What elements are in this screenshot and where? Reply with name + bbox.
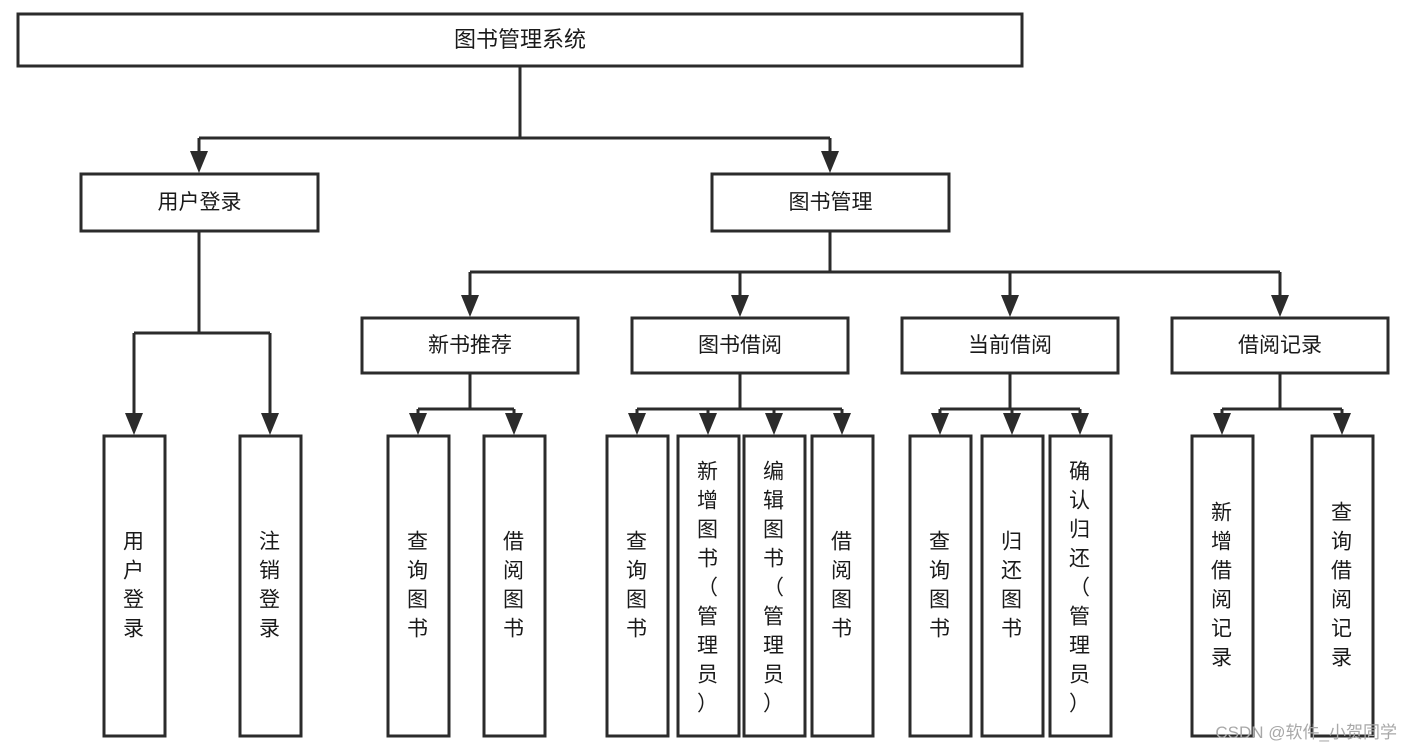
box-layer: 图书管理系统用户登录图书管理新书推荐图书借阅当前借阅借阅记录用户登录注销登录查询…: [16, 12, 1390, 738]
node-leaf-borrow-book-2[interactable]: 借阅图书: [810, 434, 875, 738]
arrow-head-icon: [1001, 295, 1019, 317]
node-new-book-rec-rect: [360, 316, 580, 375]
node-current-borrow-label: 当前借阅: [968, 334, 1052, 357]
node-user-login-rect: [79, 172, 320, 233]
node-leaf-confirm-return-rect: [1048, 434, 1113, 738]
node-root[interactable]: 图书管理系统: [16, 12, 1024, 68]
connector-root-to-level2: [190, 66, 839, 173]
node-leaf-query-book-3[interactable]: 查询图书: [908, 434, 973, 738]
watermark-text: CSDN @软件_小贺同学: [1215, 723, 1397, 742]
arrow-head-icon: [731, 295, 749, 317]
node-leaf-borrow-book-1-rect: [482, 434, 547, 738]
node-leaf-query-book-2-label: 查询图书: [626, 530, 649, 640]
node-leaf-confirm-return[interactable]: 确认归还（管理员）: [1048, 434, 1113, 738]
node-leaf-edit-book-rect: [742, 434, 807, 738]
node-leaf-query-record[interactable]: 查询借阅记录: [1310, 434, 1375, 738]
arrow-head-icon: [1271, 295, 1289, 317]
node-leaf-add-record-label: 新增借阅记录: [1211, 501, 1234, 669]
node-leaf-query-book-2-rect: [605, 434, 670, 738]
node-leaf-user-login[interactable]: 用户登录: [102, 434, 167, 738]
node-leaf-borrow-book-2-label: 借阅图书: [831, 530, 854, 640]
arrow-head-icon: [1333, 413, 1351, 435]
arrow-head-icon: [931, 413, 949, 435]
node-leaf-user-logout[interactable]: 注销登录: [238, 434, 303, 738]
arrow-head-icon: [628, 413, 646, 435]
arrow-head-icon: [1213, 413, 1231, 435]
node-leaf-query-book-1-rect: [386, 434, 451, 738]
arrow-head-icon: [1071, 413, 1089, 435]
node-new-book-rec[interactable]: 新书推荐: [360, 316, 580, 375]
node-leaf-user-login-label: 用户登录: [123, 530, 146, 640]
node-leaf-query-record-rect: [1310, 434, 1375, 738]
node-current-borrow[interactable]: 当前借阅: [900, 316, 1120, 375]
arrow-head-icon: [505, 413, 523, 435]
node-borrow-record-label: 借阅记录: [1238, 334, 1322, 357]
connector-book-manage-to-level3: [461, 231, 1289, 317]
arrow-head-icon: [409, 413, 427, 435]
arrow-head-icon: [461, 295, 479, 317]
connector-borrow-record-to-leaves: [1213, 373, 1351, 435]
node-book-manage-label: 图书管理: [789, 191, 873, 214]
node-leaf-return-book-rect: [980, 434, 1045, 738]
node-book-manage-rect: [710, 172, 951, 233]
node-leaf-return-book-label: 归还图书: [1001, 530, 1024, 640]
node-leaf-add-book-rect: [676, 434, 741, 738]
node-current-borrow-rect: [900, 316, 1120, 375]
node-leaf-query-book-3-label: 查询图书: [929, 530, 952, 640]
node-book-manage[interactable]: 图书管理: [710, 172, 951, 233]
node-leaf-edit-book-label: 编辑图书（管理员）: [763, 460, 786, 715]
node-leaf-user-login-rect: [102, 434, 167, 738]
node-leaf-user-logout-rect: [238, 434, 303, 738]
node-leaf-query-book-3-rect: [908, 434, 973, 738]
arrow-head-icon: [765, 413, 783, 435]
node-new-book-rec-label: 新书推荐: [428, 334, 512, 357]
node-borrow-record[interactable]: 借阅记录: [1170, 316, 1390, 375]
node-book-borrow-label: 图书借阅: [698, 334, 782, 357]
node-leaf-add-record-rect: [1190, 434, 1255, 738]
node-borrow-record-rect: [1170, 316, 1390, 375]
node-leaf-query-book-1[interactable]: 查询图书: [386, 434, 451, 738]
node-leaf-borrow-book-1[interactable]: 借阅图书: [482, 434, 547, 738]
node-leaf-return-book[interactable]: 归还图书: [980, 434, 1045, 738]
connector-current-borrow-to-leaves: [931, 373, 1089, 435]
node-leaf-query-record-label: 查询借阅记录: [1331, 501, 1354, 669]
arrow-head-icon: [261, 413, 279, 435]
node-leaf-add-book[interactable]: 新增图书（管理员）: [676, 434, 741, 738]
node-leaf-confirm-return-label: 确认归还（管理员）: [1069, 460, 1092, 715]
node-book-borrow-rect: [630, 316, 850, 375]
arrow-head-icon: [1003, 413, 1021, 435]
node-root-rect: [16, 12, 1024, 68]
node-leaf-query-book-2[interactable]: 查询图书: [605, 434, 670, 738]
node-user-login-label: 用户登录: [158, 191, 242, 214]
arrow-head-icon: [699, 413, 717, 435]
node-leaf-add-record[interactable]: 新增借阅记录: [1190, 434, 1255, 738]
node-leaf-add-book-label: 新增图书（管理员）: [697, 460, 720, 715]
connector-user-login-to-leaves: [125, 231, 279, 435]
node-leaf-user-logout-label: 注销登录: [259, 530, 282, 640]
arrow-head-icon: [821, 151, 839, 173]
node-leaf-borrow-book-1-label: 借阅图书: [503, 530, 526, 640]
connector-book-borrow-to-leaves: [628, 373, 851, 435]
connector-new-book-rec-to-leaves: [409, 373, 523, 435]
arrow-head-icon: [833, 413, 851, 435]
node-root-label: 图书管理系统: [454, 27, 586, 52]
node-leaf-borrow-book-2-rect: [810, 434, 875, 738]
node-leaf-query-book-1-label: 查询图书: [407, 530, 430, 640]
node-book-borrow[interactable]: 图书借阅: [630, 316, 850, 375]
arrow-head-icon: [125, 413, 143, 435]
node-leaf-edit-book[interactable]: 编辑图书（管理员）: [742, 434, 807, 738]
connector-layer: [125, 66, 1351, 435]
node-user-login[interactable]: 用户登录: [79, 172, 320, 233]
arrow-head-icon: [190, 151, 208, 173]
